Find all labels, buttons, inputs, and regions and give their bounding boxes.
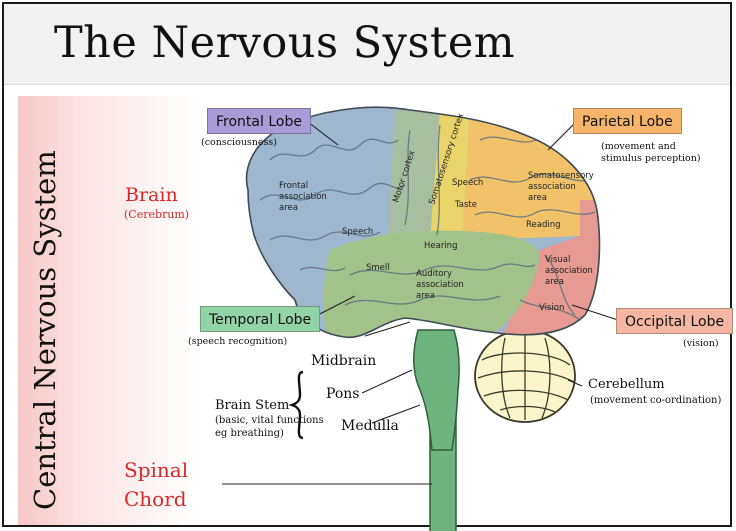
temporal-lobe-box: Temporal Lobe (200, 306, 320, 332)
reading-label: Reading (526, 220, 561, 230)
somato-assoc-label-1: Somatosensory (528, 171, 594, 181)
cerebellum-label: Cerebellum (588, 377, 665, 392)
occipital-lobe-box: Occipital Lobe (616, 308, 733, 334)
somato-assoc-label-2: association (528, 182, 576, 192)
taste-label: Taste (454, 200, 477, 210)
midbrain-label: Midbrain (311, 353, 376, 369)
parietal-lobe-label: Parietal Lobe (582, 114, 673, 130)
visual-assoc-label-1: Visual (545, 255, 570, 265)
auditory-assoc-label-1: Auditory (416, 269, 452, 279)
speech-front-label: Speech (342, 227, 373, 237)
cerebellum-desc: (movement co-ordination) (590, 395, 721, 407)
visual-assoc-label-3: area (545, 277, 564, 287)
occipital-lobe-label: Occipital Lobe (625, 314, 724, 330)
temporal-lobe-label: Temporal Lobe (209, 312, 311, 328)
brainstem-desc-2: eg breathing) (215, 428, 284, 440)
brain-sub-label: (Cerebrum) (124, 208, 189, 221)
hearing-label: Hearing (424, 241, 457, 251)
medulla-label: Medulla (341, 418, 399, 434)
pons-label: Pons (326, 386, 359, 402)
speech-top-label: Speech (452, 178, 483, 188)
cns-label: Central Nervous System (28, 150, 62, 510)
occipital-lobe-desc: (vision) (683, 338, 719, 350)
brainstem-label: Brain Stem (215, 398, 289, 413)
frontal-assoc-label-1: Frontal (279, 181, 308, 191)
frontal-lobe-box: Frontal Lobe (207, 108, 311, 134)
spinal-label-line1: Spinal (124, 458, 188, 482)
parietal-lobe-desc-2: stimulus perception) (601, 153, 701, 165)
somato-assoc-label-3: area (528, 193, 547, 203)
auditory-assoc-label-3: area (416, 291, 435, 301)
brain-label: Brain (125, 184, 178, 206)
auditory-assoc-label-2: association (416, 280, 464, 290)
frontal-assoc-label-2: association (279, 192, 327, 202)
spinal-label-line2: Chord (124, 487, 187, 511)
frontal-lobe-desc: (consciousness) (201, 137, 277, 149)
brainstem-desc-1: (basic, vital functions (215, 415, 324, 427)
brainstem-brace (292, 372, 303, 438)
brain-stem-shape (414, 330, 459, 450)
parietal-lobe-box: Parietal Lobe (573, 108, 682, 134)
visual-assoc-label-2: association (545, 266, 593, 276)
vision-label: Vision (539, 303, 564, 313)
parietal-lobe-desc-1: (movement and (601, 141, 676, 153)
smell-label: Smell (366, 263, 390, 273)
cerebellum-shape (475, 330, 575, 422)
temporal-lobe-desc: (speech recognition) (188, 336, 287, 348)
frontal-assoc-label-3: area (279, 203, 298, 213)
frontal-lobe-label: Frontal Lobe (216, 114, 302, 130)
